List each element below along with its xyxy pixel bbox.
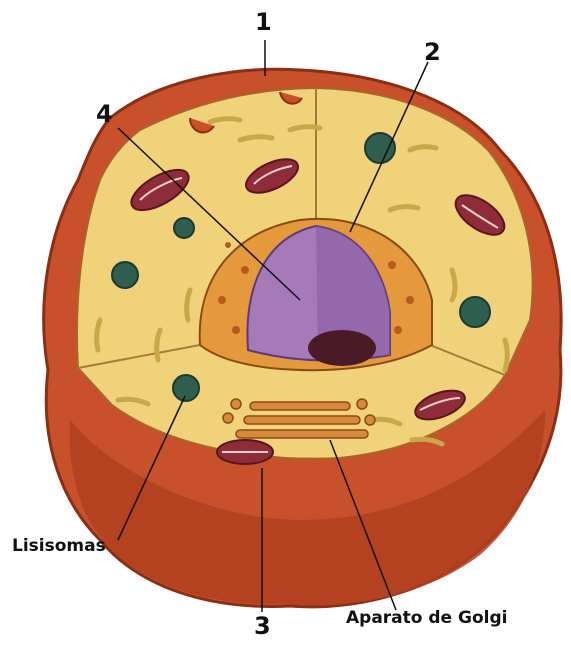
label-golgi: Aparato de Golgi <box>346 608 507 628</box>
label-4: 4 <box>96 100 113 128</box>
label-1: 1 <box>255 8 272 36</box>
label-3: 3 <box>254 612 271 640</box>
label-lysosomes: Lisisomas <box>12 536 106 556</box>
label-2: 2 <box>424 38 441 66</box>
nucleolus <box>308 330 376 366</box>
